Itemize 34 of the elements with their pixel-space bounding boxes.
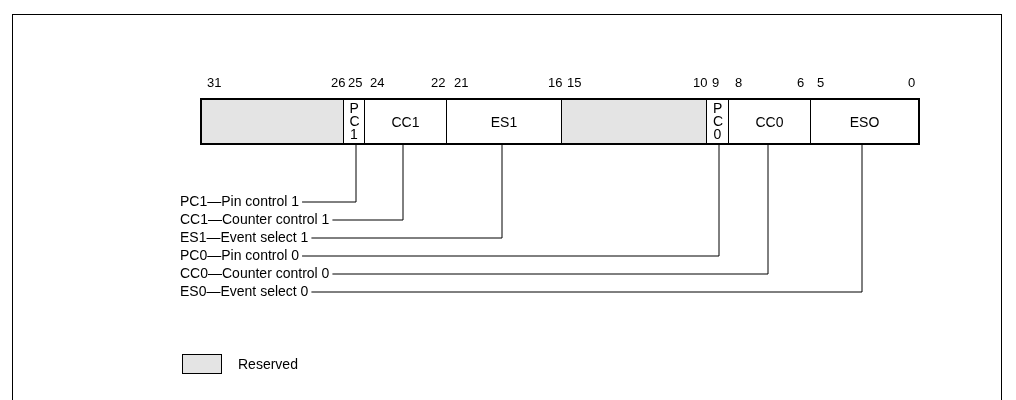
bit-number: 6 xyxy=(797,75,805,90)
bit-number: 26 xyxy=(331,75,346,90)
bit-field: PC1 xyxy=(343,98,364,145)
leader-line xyxy=(310,144,503,239)
bit-field: ESO xyxy=(810,98,920,145)
field-description: CC1—Counter control 1 xyxy=(180,211,330,227)
bit-number: 25 xyxy=(348,75,363,90)
field-description: ES0—Event select 0 xyxy=(180,283,309,299)
bit-field: CC0 xyxy=(728,98,810,145)
bit-field: CC1 xyxy=(364,98,446,145)
bit-field: PC0 xyxy=(706,98,728,145)
bit-number: 22 xyxy=(431,75,446,90)
bit-number: 5 xyxy=(817,75,825,90)
legend-label: Reserved xyxy=(238,356,298,372)
leader-line xyxy=(331,144,769,275)
bit-number: 8 xyxy=(735,75,743,90)
leader-line xyxy=(301,144,357,203)
bit-number: 16 xyxy=(548,75,563,90)
bit-number: 0 xyxy=(908,75,916,90)
leader-line xyxy=(331,144,404,221)
field-description: CC0—Counter control 0 xyxy=(180,265,330,281)
field-description: PC1—Pin control 1 xyxy=(180,193,300,209)
bit-number: 9 xyxy=(712,75,720,90)
bit-number: 24 xyxy=(370,75,385,90)
bit-number: 21 xyxy=(454,75,469,90)
reserved-field xyxy=(200,98,343,145)
leader-line xyxy=(301,144,720,257)
field-description: ES1—Event select 1 xyxy=(180,229,309,245)
bit-number: 15 xyxy=(567,75,582,90)
bit-number: 10 xyxy=(693,75,708,90)
field-description: PC0—Pin control 0 xyxy=(180,247,300,263)
leader-line xyxy=(310,144,863,293)
bit-number: 31 xyxy=(207,75,222,90)
reserved-field xyxy=(561,98,706,145)
